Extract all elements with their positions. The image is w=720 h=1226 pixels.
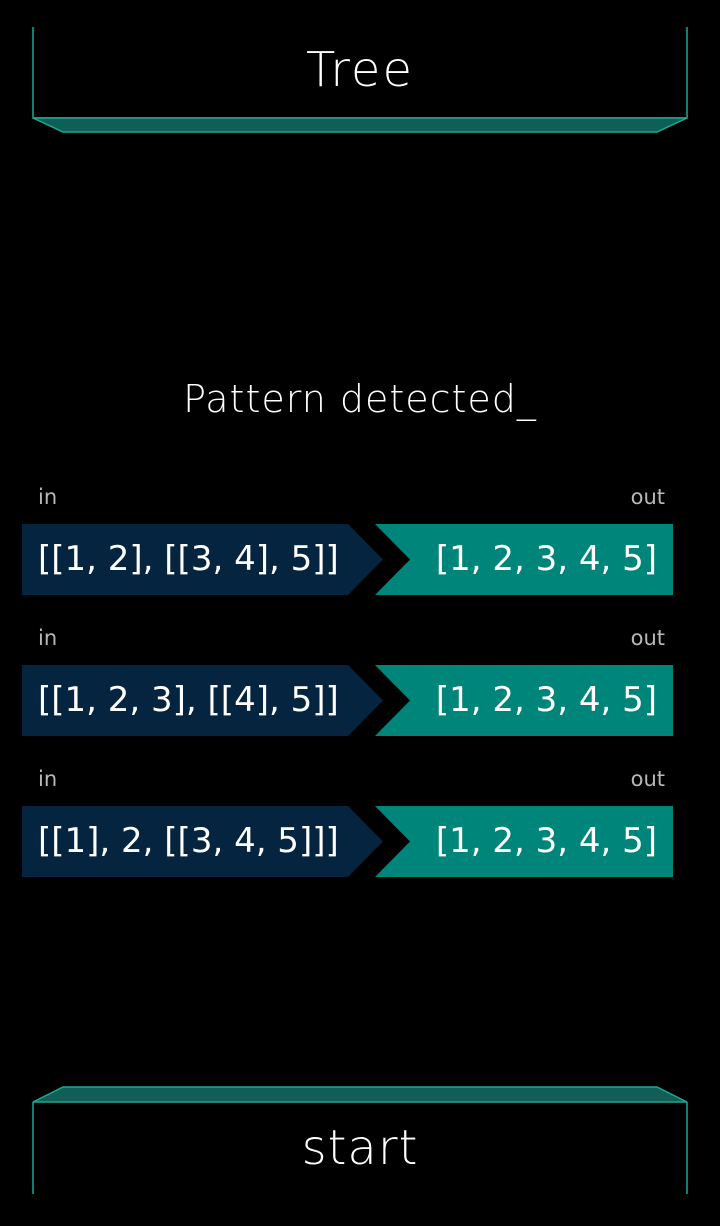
start-button[interactable] bbox=[34, 1104, 686, 1194]
level-title: Tree bbox=[305, 42, 414, 98]
out-label: out bbox=[630, 626, 665, 650]
input-box bbox=[22, 665, 383, 736]
output-box bbox=[375, 806, 673, 877]
output-box bbox=[375, 524, 673, 595]
output-value: [1, 2, 3, 4, 5] bbox=[435, 539, 657, 579]
in-label: in bbox=[38, 626, 58, 650]
input-box bbox=[22, 806, 383, 877]
output-value: [1, 2, 3, 4, 5] bbox=[435, 680, 657, 720]
io-arrow-shapes bbox=[22, 806, 673, 877]
example-row: in out [[1, 2, 3], [[4], 5]] [1, 2, 3, 4… bbox=[22, 624, 673, 736]
input-value: [[1, 2], [[3, 4], 5]] bbox=[38, 539, 339, 579]
in-label: in bbox=[38, 485, 58, 509]
input-value: [[1, 2, 3], [[4], 5]] bbox=[38, 680, 339, 720]
input-value: [[1], 2, [[3, 4, 5]]] bbox=[38, 821, 339, 861]
header-frame bbox=[32, 27, 688, 133]
footer-frame bbox=[32, 1086, 688, 1194]
out-label: out bbox=[630, 767, 665, 791]
io-arrow-shapes bbox=[22, 524, 673, 595]
example-row: in out [[1], 2, [[3, 4, 5]]] [1, 2, 3, 4… bbox=[22, 765, 673, 877]
in-label: in bbox=[38, 767, 58, 791]
input-box bbox=[22, 524, 383, 595]
example-row: in out [[1, 2], [[3, 4], 5]] [1, 2, 3, 4… bbox=[22, 483, 673, 595]
out-label: out bbox=[630, 485, 665, 509]
output-value: [1, 2, 3, 4, 5] bbox=[435, 821, 657, 861]
io-arrow-shapes bbox=[22, 665, 673, 736]
pattern-status-text: Pattern detected_ bbox=[183, 377, 537, 421]
output-box bbox=[375, 665, 673, 736]
